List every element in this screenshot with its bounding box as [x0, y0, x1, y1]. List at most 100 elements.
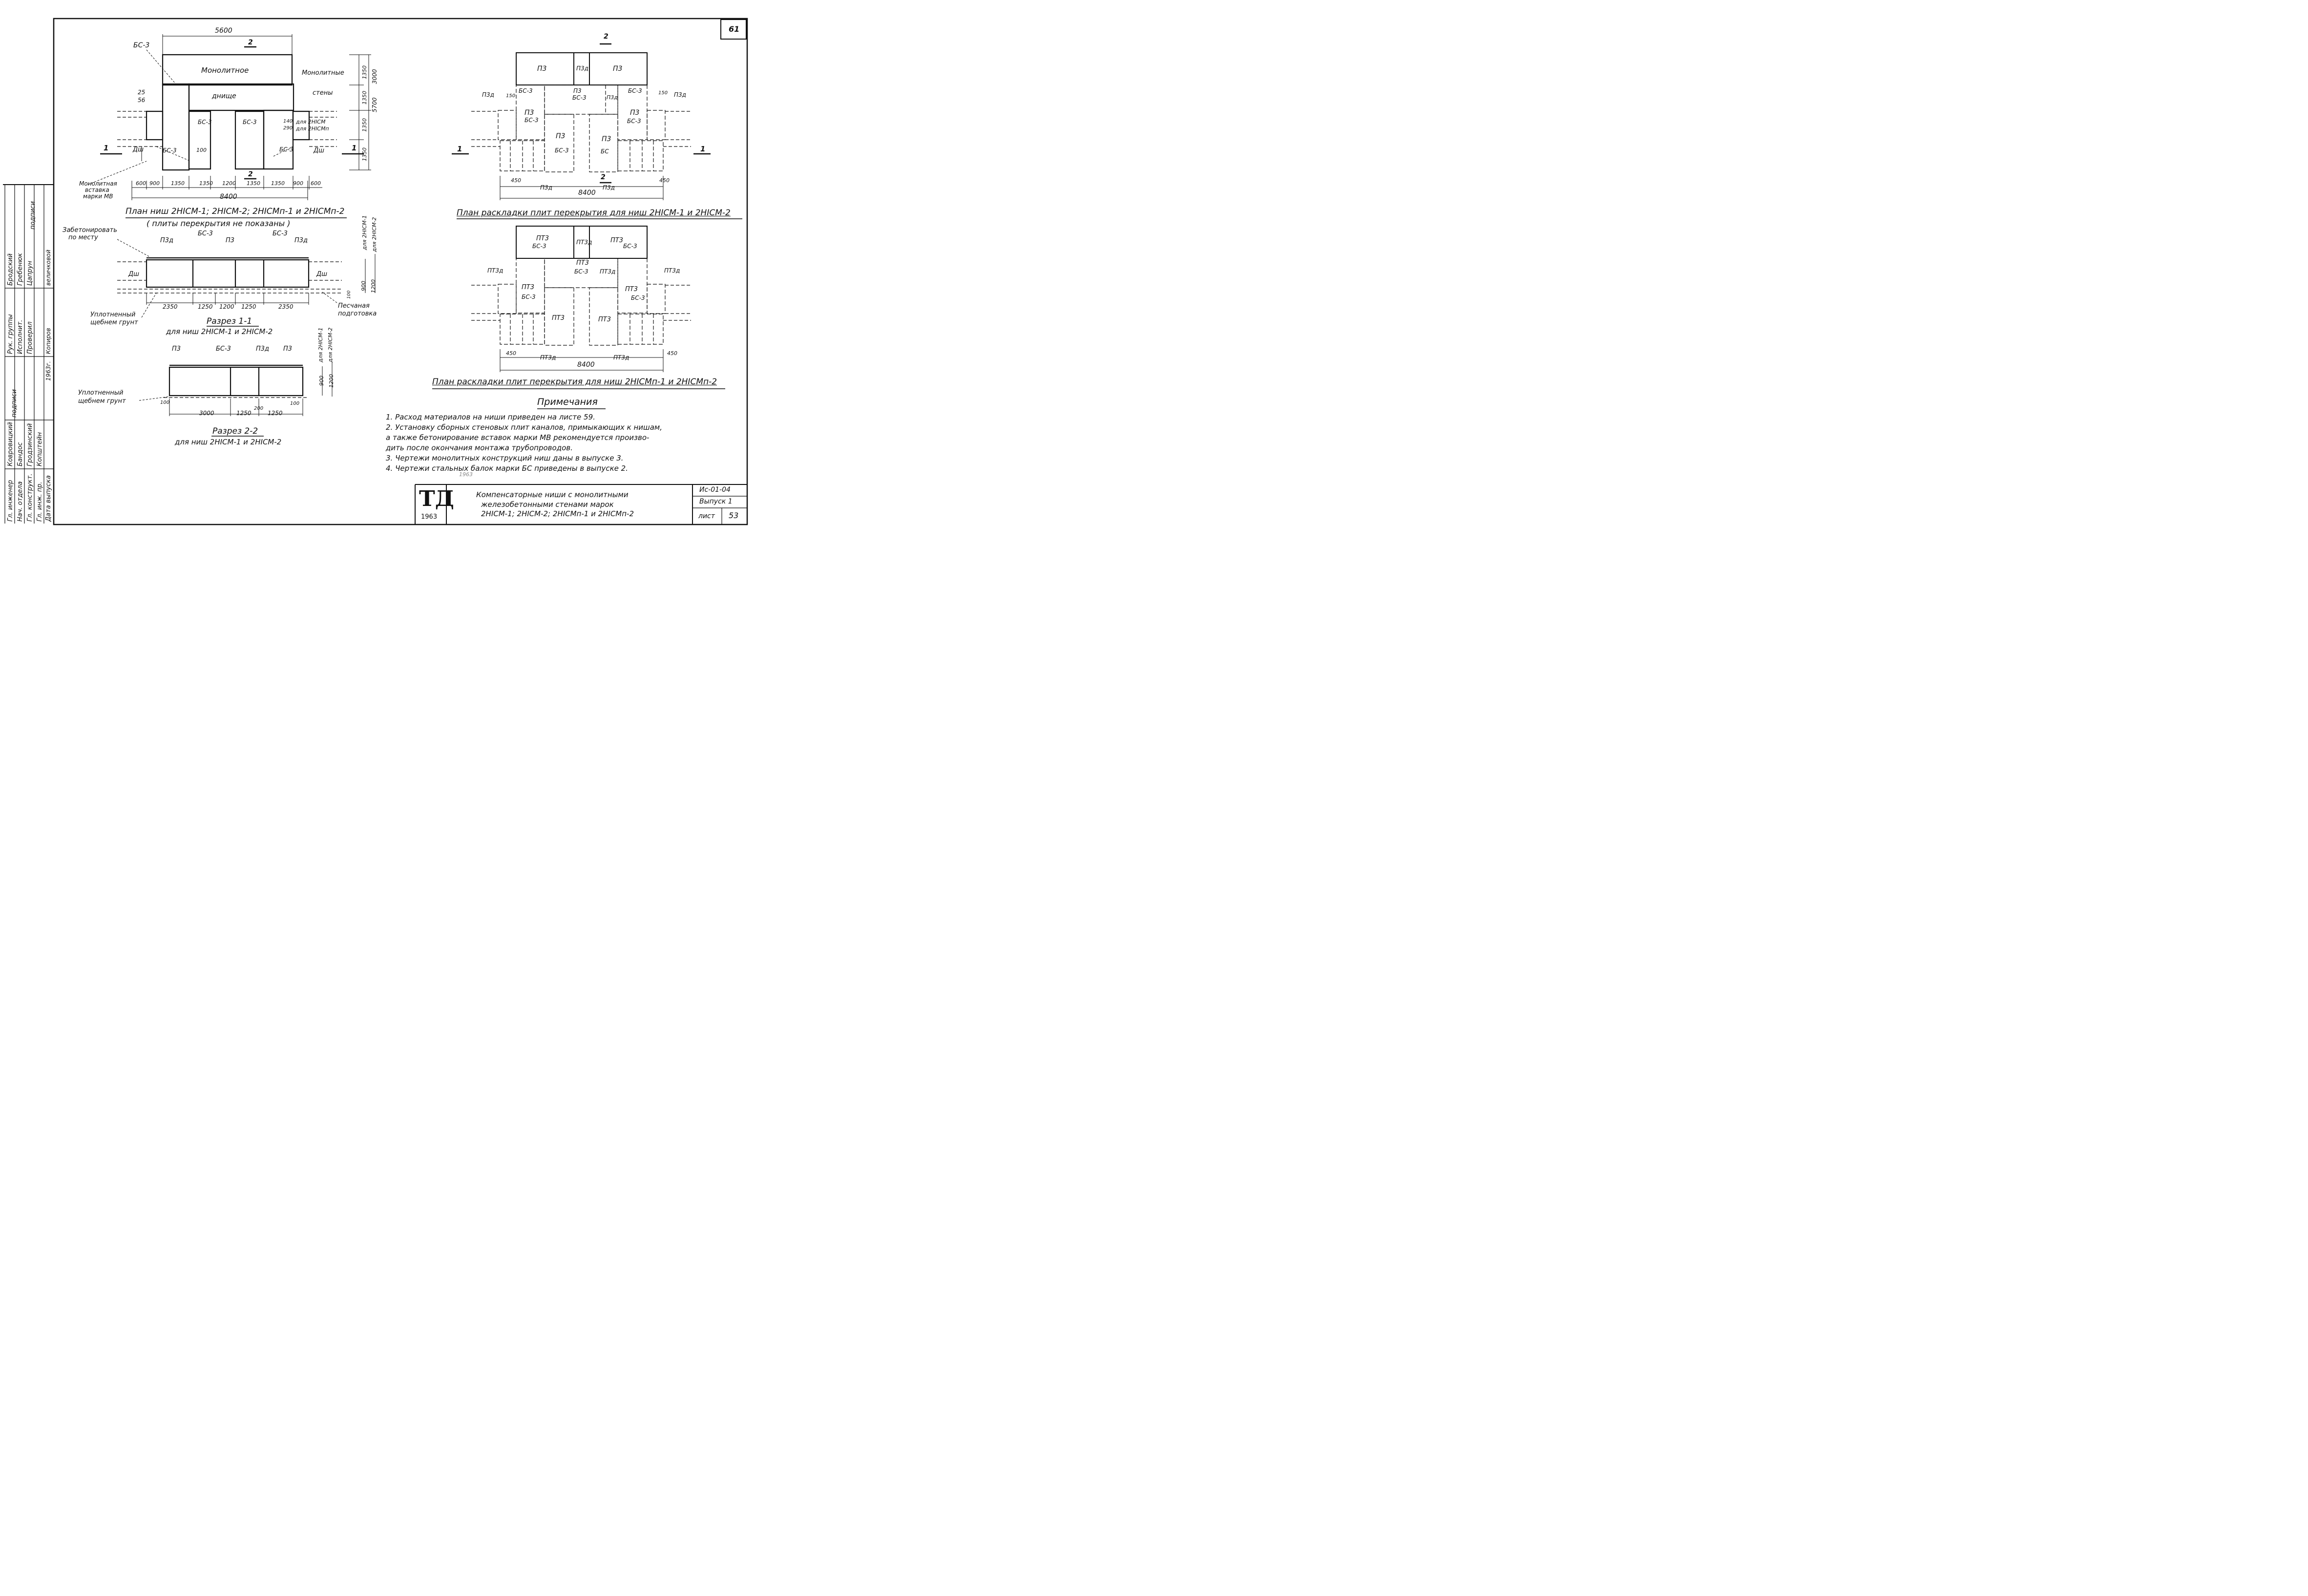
plan2-p3g-c: П3д: [482, 91, 494, 98]
page-number: 61: [729, 24, 740, 34]
plan2-p3g-d: П3д: [674, 91, 686, 98]
plan3-title: План раскладки плит перекрытия для ниш 2…: [432, 377, 717, 387]
plan2-d450-a: 450: [511, 177, 521, 184]
plan1-dim-b7: 900: [293, 180, 303, 187]
drawing-linework: [0, 0, 762, 527]
plan1-dim-r3: 1350: [361, 147, 368, 161]
plan2-p3-f: П3: [556, 132, 566, 140]
s22-d200: 200: [254, 406, 264, 411]
s11-d1200: 1200: [370, 279, 377, 293]
s22-v1: для 2НIСМ-1: [317, 327, 324, 362]
plan2-bs3-a: БС-3: [519, 87, 533, 94]
title-line-2: железобетонными стенами марок: [481, 500, 614, 509]
s22-dim-0: 3000: [199, 410, 214, 417]
stamp-name-1: Бандос: [17, 442, 24, 466]
note-1: 1. Расход материалов на ниши приведен на…: [386, 413, 595, 421]
stamp-role2-1: Исполнит.: [17, 319, 24, 354]
plan1-label-monolith: Монолитное: [201, 66, 249, 75]
plan3-pt3-g: ПТ3: [598, 316, 611, 323]
plan1-dim-top: 5600: [215, 27, 232, 35]
plan1-section-2-bottom: 2: [248, 170, 253, 178]
stamp-role-3: Гл. инж. пр.: [36, 482, 43, 522]
drawing-sheet: 61 5600 БС-3 2 Монолитное Монолитные сте…: [0, 0, 762, 527]
stamp-name2-0: Бродский: [7, 253, 14, 286]
plan2-bs3-b: БС-3: [572, 94, 587, 101]
stamp-role2-0: Рук. группы: [7, 314, 14, 354]
plan3-pt3-e: ПТ3: [625, 286, 638, 293]
plan2-p3g-b: П3д: [607, 94, 618, 101]
plan1-insert-1: Монолитная: [79, 180, 117, 187]
s22-p3-right: П3: [283, 345, 293, 353]
notes-heading: Примечания: [537, 397, 598, 407]
stamp-role-4: Дата выпуска: [45, 475, 52, 522]
plan3-pt3g-a: ПТ3д: [576, 239, 592, 246]
plan1-dim-b4: 1200: [222, 180, 236, 187]
plan2-d450-b: 450: [659, 177, 670, 184]
plan2-bs3-d: БС-3: [525, 117, 539, 124]
plan1-dim-b3: 1350: [199, 180, 213, 187]
stamp-role-2: Гл. конструкт.: [26, 473, 34, 522]
plan1-insert-2: вставка: [85, 187, 109, 193]
plan2-bs3-f: БС-3: [555, 147, 569, 154]
plan1-label-walls1: Монолитные: [302, 69, 344, 77]
plan1-dim-140: 140: [283, 119, 293, 124]
plan1-label-bottom: днище: [212, 92, 236, 100]
plan1-dim-290: 290: [283, 126, 293, 131]
plan1-dim-r0: 1350: [361, 65, 368, 79]
plan2-d150-b: 150: [658, 90, 668, 96]
s11-bs3-right: БС-3: [273, 230, 288, 237]
plan3-pt3g-b: ПТ3д: [600, 268, 616, 275]
title-sheet-label: лист: [698, 512, 715, 520]
plan2-p3-a: П3: [537, 65, 547, 73]
s22-subtitle: для ниш 2НIСМ-1 и 2НIСМ-2: [175, 438, 282, 446]
plan2-total: 8400: [578, 189, 596, 197]
s22-d1200: 1200: [328, 374, 335, 388]
plan1-dim-25: 25: [138, 89, 146, 96]
plan3-pt3g-d: ПТ3д: [664, 267, 680, 274]
plan1-dim-b0: 600: [136, 180, 146, 187]
plan1-dim-r1: 1350: [361, 91, 368, 105]
plan1-dim-b8: 600: [311, 180, 321, 187]
plan3-pt3-a: ПТ3: [536, 235, 549, 242]
plan3-pt3-f: ПТ3: [552, 315, 565, 322]
s22-d900: 900: [318, 376, 325, 386]
note-3: 3. Чертежи монолитных конструкций ниш да…: [386, 454, 624, 462]
s11-concrete-2: по месту: [68, 234, 98, 241]
s11-bs3-left: БС-3: [198, 230, 213, 237]
s22-gravel-2: щебнем грунт: [78, 398, 126, 405]
title-sheet-no: 53: [729, 511, 739, 520]
plan1-dim-5700: 5700: [371, 97, 378, 112]
plan2-d150-a: 150: [506, 93, 516, 99]
plan1-label-bs3-e: БС-3: [279, 146, 294, 153]
stamp-name2-1: Гребенюк: [17, 253, 24, 286]
plan3-bs3-c: БС-3: [574, 268, 588, 275]
stamp-extra: величковой: [45, 250, 52, 286]
stamp-role-0: Гл. инженер: [7, 480, 14, 522]
plan3-pt3g-c: ПТ3д: [487, 267, 504, 274]
note-2: 2. Установку сборных стеновых плит канал…: [386, 423, 663, 432]
stamp-role2-3: 1963г.: [45, 361, 52, 381]
plan2-sec1-right: 1: [700, 145, 706, 153]
plan1-section-1-right: 1: [352, 144, 357, 152]
plan1-label-bs3-d: БС-3: [163, 147, 177, 154]
s11-sand-1: Песчаная: [338, 302, 370, 310]
plan2-p3g-e: П3д: [540, 184, 552, 191]
plan2-p3-b: П3: [613, 65, 623, 73]
plan2-p3-d: П3: [525, 109, 534, 117]
plan2-sec2-top: 2: [604, 33, 608, 41]
s11-concrete-1: Забетонировать: [63, 227, 117, 234]
s22-d100-right: 100: [290, 401, 300, 406]
plan2-bs3-e: БС-3: [627, 118, 641, 125]
stamp-head-1: подписи: [11, 389, 18, 418]
s11-dim-2: 1200: [219, 303, 234, 310]
s11-d100: 100: [347, 290, 352, 299]
s11-dsh-left: Дш: [128, 271, 140, 278]
s11-v2: для 2НIСМ-2: [371, 217, 378, 252]
plan3-bs3-a: БС-3: [532, 243, 546, 250]
plan3-pt3-c: ПТ3: [576, 259, 589, 267]
s11-dsh-right: Дш: [316, 271, 328, 278]
stamp-name2-3: Копиров: [45, 328, 52, 354]
s22-bs3: БС-3: [216, 345, 231, 353]
plan1-label-bs3-c: БС-3: [243, 119, 257, 126]
plan1-dim-total: 8400: [220, 193, 237, 201]
